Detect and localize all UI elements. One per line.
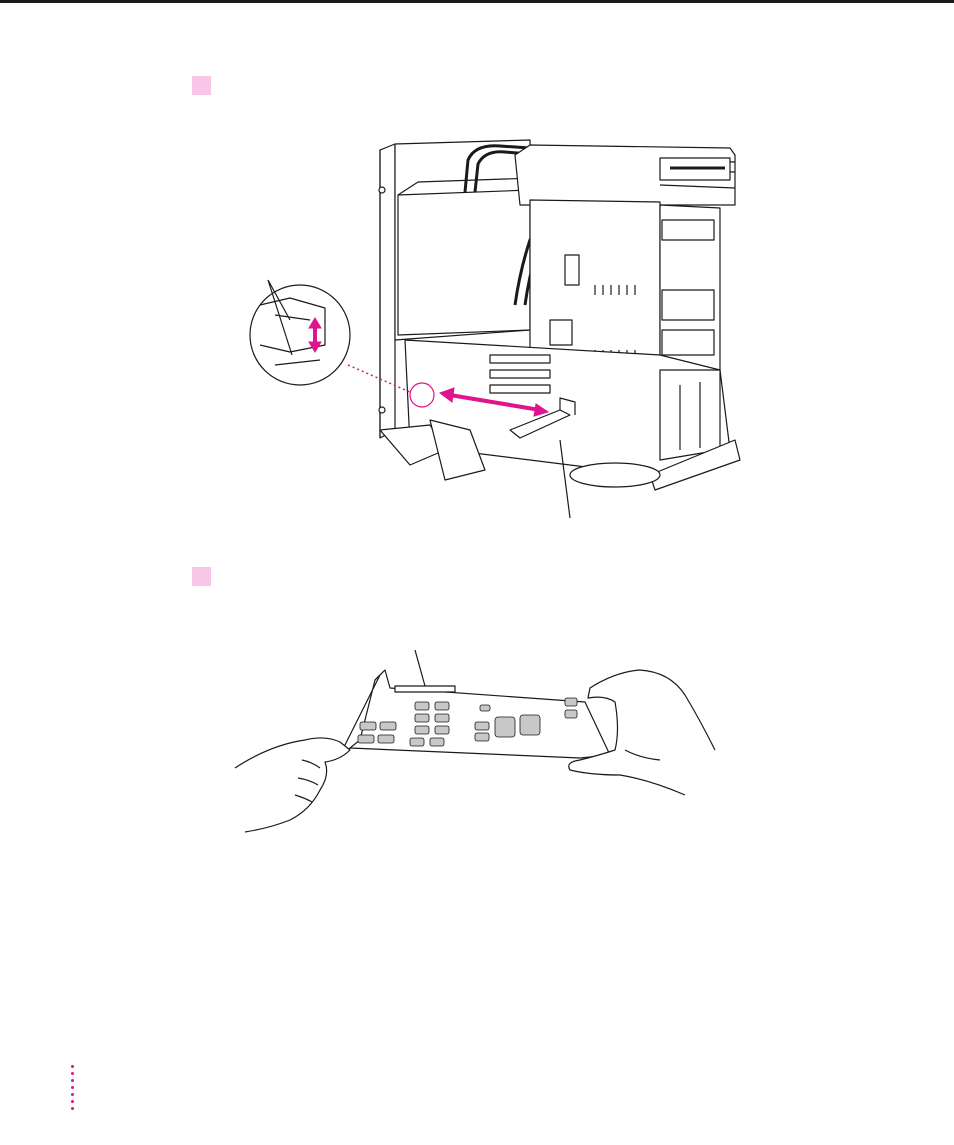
connector-callout-leader (415, 650, 425, 686)
top-rule (0, 0, 954, 3)
pci-slots (490, 355, 550, 393)
left-hand (235, 738, 350, 832)
step-2-marker (192, 567, 211, 586)
card-handling-illustration (230, 650, 730, 840)
step-1-marker (192, 76, 211, 95)
callout-zoom-circle (250, 285, 350, 385)
edge-connector (395, 686, 455, 692)
expansion-card-removal-illustration (230, 130, 750, 530)
power-supply (398, 190, 530, 335)
page-margin-dots (71, 1065, 77, 1115)
